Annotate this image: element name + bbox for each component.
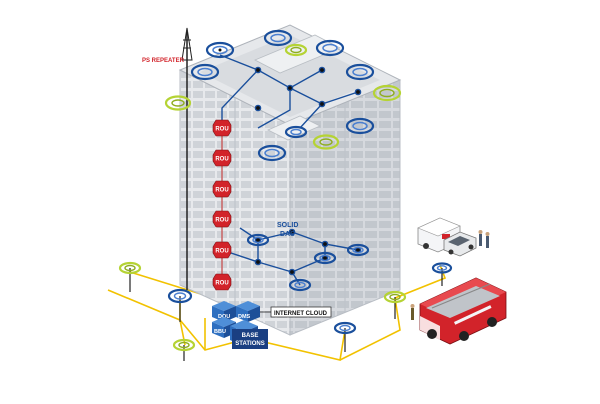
wifi-antenna-icon [190, 63, 220, 81]
svg-text:ROU: ROU [215, 281, 228, 287]
base-stations-label: BASE STATIONS [232, 329, 268, 349]
svg-text:ROU: ROU [215, 157, 228, 163]
solid-das-label-2: DAS [280, 231, 295, 238]
rou-badge: ROU [212, 241, 232, 259]
wifi-antenna-icon [383, 290, 407, 319]
rou-badge: ROU [212, 273, 232, 291]
wifi-antenna-icon [284, 43, 308, 57]
ground-cabling [107, 264, 447, 361]
roof-edge-antennas [164, 43, 402, 150]
wifi-antenna-icon [315, 39, 345, 57]
police-car-icon [443, 231, 477, 257]
fire-truck-icon [419, 277, 507, 345]
wifi-antenna-icon [167, 288, 193, 322]
svg-text:ROU: ROU [215, 218, 228, 224]
svg-text:INTERNET CLOUD: INTERNET CLOUD [274, 311, 328, 317]
svg-text:ROU: ROU [215, 249, 228, 255]
wifi-antenna-icon [263, 29, 293, 47]
svg-text:BBU: BBU [214, 329, 226, 335]
rou-units: ROU ROU ROU ROU ROU ROU [212, 119, 232, 291]
wifi-antenna-icon [205, 41, 235, 59]
internet-cloud-label: INTERNET CLOUD [270, 306, 332, 318]
diagram-labels: PS REPEATER SOLID DAS INTERNET CLOUD BAS… [142, 58, 332, 349]
wifi-antenna-icon [345, 117, 375, 135]
floor-antennas [246, 233, 370, 292]
svg-text:DMS: DMS [238, 314, 251, 320]
wifi-antenna-icon [345, 63, 375, 81]
wifi-antenna-icon [346, 243, 370, 257]
wifi-antenna-icon [288, 278, 312, 292]
rou-badge: ROU [212, 210, 232, 228]
rou-badge: ROU [212, 149, 232, 167]
outdoor-antennas [118, 261, 453, 361]
solid-das-label: SOLID [277, 222, 298, 229]
wifi-antenna-icon [431, 262, 453, 286]
dou-unit: DOU [212, 301, 236, 322]
das-network-roof [219, 54, 362, 129]
wifi-antenna-icon [257, 144, 287, 162]
wifi-antenna-icon [246, 233, 270, 247]
wifi-antenna-icon [333, 321, 357, 352]
roof-antennas [190, 29, 375, 162]
dms-unit: DMS [236, 301, 260, 322]
rou-badge: ROU [212, 119, 232, 137]
svg-text:ROU: ROU [215, 127, 228, 133]
ps-repeater-label: PS REPEATER [142, 58, 185, 64]
wifi-antenna-icon [313, 251, 337, 265]
rou-badge: ROU [212, 180, 232, 198]
wifi-antenna-icon [284, 125, 308, 139]
wifi-antenna-icon [118, 261, 142, 292]
wifi-antenna-icon [372, 84, 402, 102]
wifi-antenna-icon [164, 95, 192, 111]
svg-text:STATIONS: STATIONS [235, 341, 264, 347]
svg-text:ROU: ROU [215, 188, 228, 194]
wifi-antenna-icon [172, 338, 196, 361]
svg-text:BASE: BASE [242, 333, 259, 339]
tower-antenna-icon [181, 27, 193, 290]
person-icon [410, 230, 490, 320]
svg-text:DOU: DOU [218, 314, 230, 320]
wifi-antenna-icon [312, 134, 340, 150]
